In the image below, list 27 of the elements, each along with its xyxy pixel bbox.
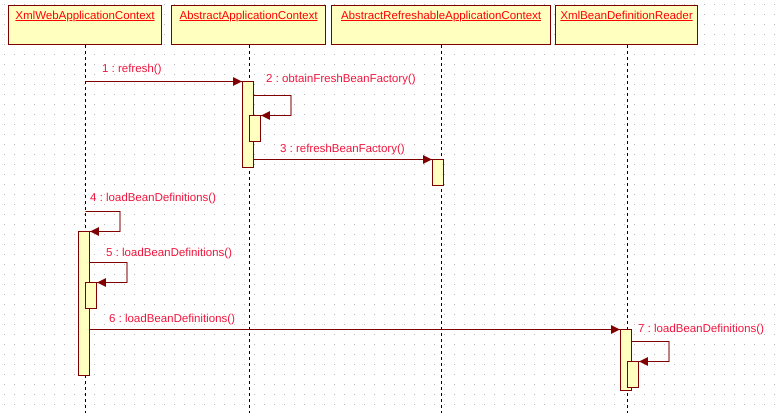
- message-arrow: [85, 211, 120, 236]
- message-arrow: [90, 262, 128, 287]
- object-name: XmlBeanDefinitionReader: [560, 10, 693, 22]
- object-name: AbstractRefreshableApplicationContext: [340, 10, 542, 22]
- activation-bar: [78, 231, 90, 376]
- edge-label: 6 : loadBeanDefinitions(): [109, 313, 235, 326]
- message-arrow: [632, 341, 670, 366]
- object-box: [8, 5, 162, 45]
- activation-bar: [432, 159, 444, 186]
- activation-bar: [85, 282, 97, 309]
- edge-label: 5 : loadBeanDefinitions(): [106, 247, 232, 260]
- object-name: AbstractApplicationContext: [179, 10, 318, 22]
- activation-bar: [249, 115, 261, 142]
- message-arrow: [254, 155, 432, 164]
- message-arrow: [90, 325, 620, 334]
- object-name: XmlWebApplicationContext: [15, 10, 155, 22]
- message-arrow: [85, 77, 242, 86]
- edge-label: 4 : loadBeanDefinitions(): [90, 192, 216, 205]
- activation-bar: [627, 361, 639, 388]
- object-box: [555, 5, 698, 45]
- object-box: [171, 5, 326, 45]
- edge-label: 7 : loadBeanDefinitions(): [638, 323, 764, 336]
- edge-label: 3 : refreshBeanFactory(): [280, 143, 405, 156]
- object-box: [331, 5, 551, 45]
- edge-label: 2 : obtainFreshBeanFactory(): [266, 73, 416, 86]
- edge-label: 1 : refresh(): [102, 63, 162, 76]
- message-arrow: [254, 95, 292, 120]
